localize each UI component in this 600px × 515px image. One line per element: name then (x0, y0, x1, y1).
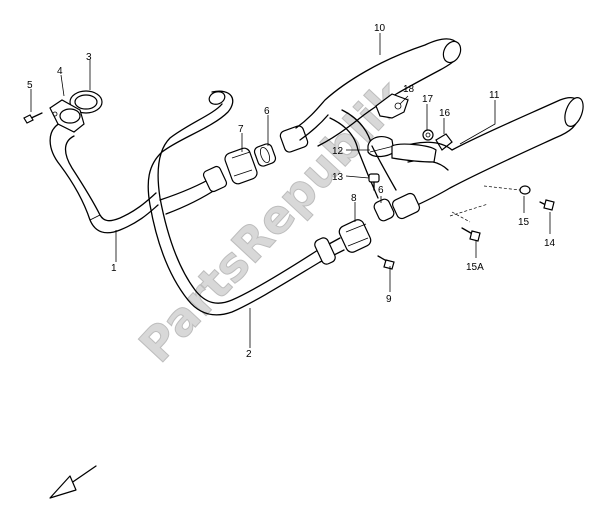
lower-muffler (391, 97, 584, 215)
mount-bolt-15a (461, 227, 481, 242)
rear-pipe-clamp (338, 219, 372, 253)
sleeve-gasket-lower (373, 198, 395, 222)
sleeve-gasket-upper (253, 143, 277, 167)
callout-13: 13 (332, 172, 344, 183)
front-arrow-icon (49, 465, 97, 499)
callout-10: 10 (374, 23, 386, 34)
callout-8: 8 (351, 193, 357, 204)
rear-pipe-connector (159, 165, 228, 215)
front-exhaust-pipe (49, 121, 159, 234)
callout-7: 7 (238, 124, 244, 135)
rear-pipe-end (314, 237, 345, 265)
callout-3: 3 (86, 52, 92, 63)
exhaust-flange (49, 99, 85, 133)
exhaust-gasket (69, 90, 103, 114)
callout-6-upper: 6 (264, 106, 270, 117)
washer-nut (422, 129, 434, 141)
pipe-clamp (224, 147, 258, 185)
callout-2: 2 (246, 349, 252, 360)
callout-11: 11 (489, 90, 500, 101)
callout-4: 4 (57, 66, 63, 77)
y-connector-pipe (357, 145, 397, 199)
mount-bolt (539, 199, 555, 211)
mount-washer (519, 185, 531, 195)
callout-15a: 15A (466, 262, 484, 273)
clamp-bolt (377, 255, 395, 270)
callout-17: 17 (422, 94, 434, 105)
callout-14: 14 (544, 238, 556, 249)
callout-15: 15 (518, 217, 530, 228)
callout-6-lower: 6 (378, 185, 384, 196)
lower-muffler-inlet-collar (391, 192, 421, 220)
watermark: PartsRepublik (129, 69, 417, 372)
flange-bolt (23, 112, 43, 124)
upper-muffler (295, 38, 462, 151)
leader-lines (30, 33, 551, 348)
callout-1: 1 (111, 263, 117, 274)
callout-16: 16 (439, 108, 451, 119)
callout-18: 18 (403, 84, 415, 95)
rear-exhaust-pipe (147, 90, 321, 316)
muffler-bracket (375, 93, 409, 119)
callout-5: 5 (27, 80, 33, 91)
muffler-inlet-collar (279, 125, 309, 153)
callout-12: 12 (332, 146, 344, 157)
callout-labels: 1 2 3 4 5 6 6 7 8 9 10 11 12 13 14 15 15… (27, 23, 556, 360)
rubber-mount (435, 133, 453, 151)
callout-9: 9 (386, 294, 392, 305)
